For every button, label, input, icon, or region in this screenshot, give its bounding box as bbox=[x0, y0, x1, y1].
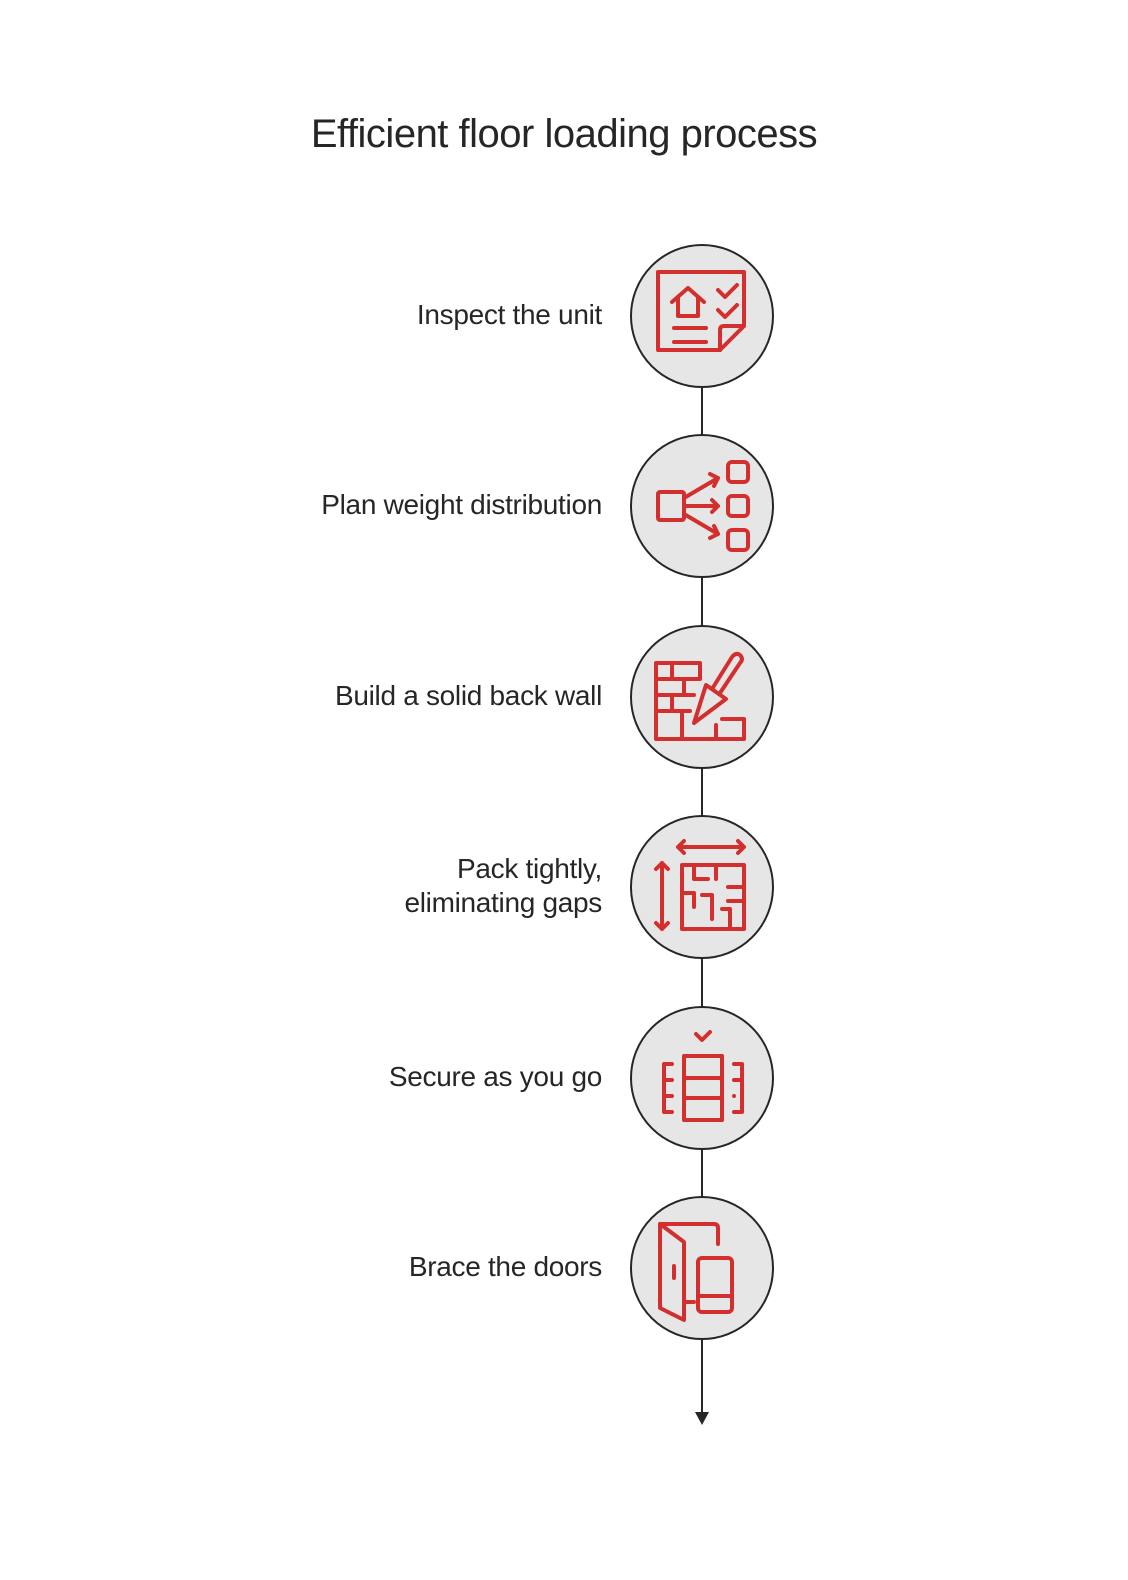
door-brace-icon bbox=[658, 1222, 734, 1322]
page-title: Efficient floor loading process bbox=[310, 112, 818, 156]
step-1-label: Inspect the unit bbox=[416, 299, 602, 330]
distribution-arrows-icon bbox=[656, 460, 750, 552]
step-5-node bbox=[630, 1006, 774, 1150]
step-4-node bbox=[630, 815, 774, 959]
step-2-label: Plan weight distribution bbox=[321, 489, 602, 520]
step-6-node bbox=[630, 1196, 774, 1340]
step-2-node bbox=[630, 434, 774, 578]
inspection-checklist-icon bbox=[656, 270, 746, 352]
step-4-label-line-1: Pack tightly, bbox=[457, 853, 602, 884]
step-6-label: Brace the doors bbox=[408, 1251, 602, 1282]
floor-plan-dimensions-icon bbox=[654, 839, 746, 931]
step-4-label: Pack tightly, eliminating gaps bbox=[182, 852, 602, 920]
step-4-label-line-2: eliminating gaps bbox=[404, 887, 602, 918]
step-3-node bbox=[630, 625, 774, 769]
step-5-label: Secure as you go bbox=[388, 1061, 602, 1092]
step-1-node bbox=[630, 244, 774, 388]
flow-end-arrow-icon bbox=[695, 1412, 709, 1425]
secured-stack-icon bbox=[662, 1030, 744, 1122]
brick-wall-trowel-icon bbox=[654, 651, 746, 741]
step-3-label: Build a solid back wall bbox=[334, 680, 602, 711]
